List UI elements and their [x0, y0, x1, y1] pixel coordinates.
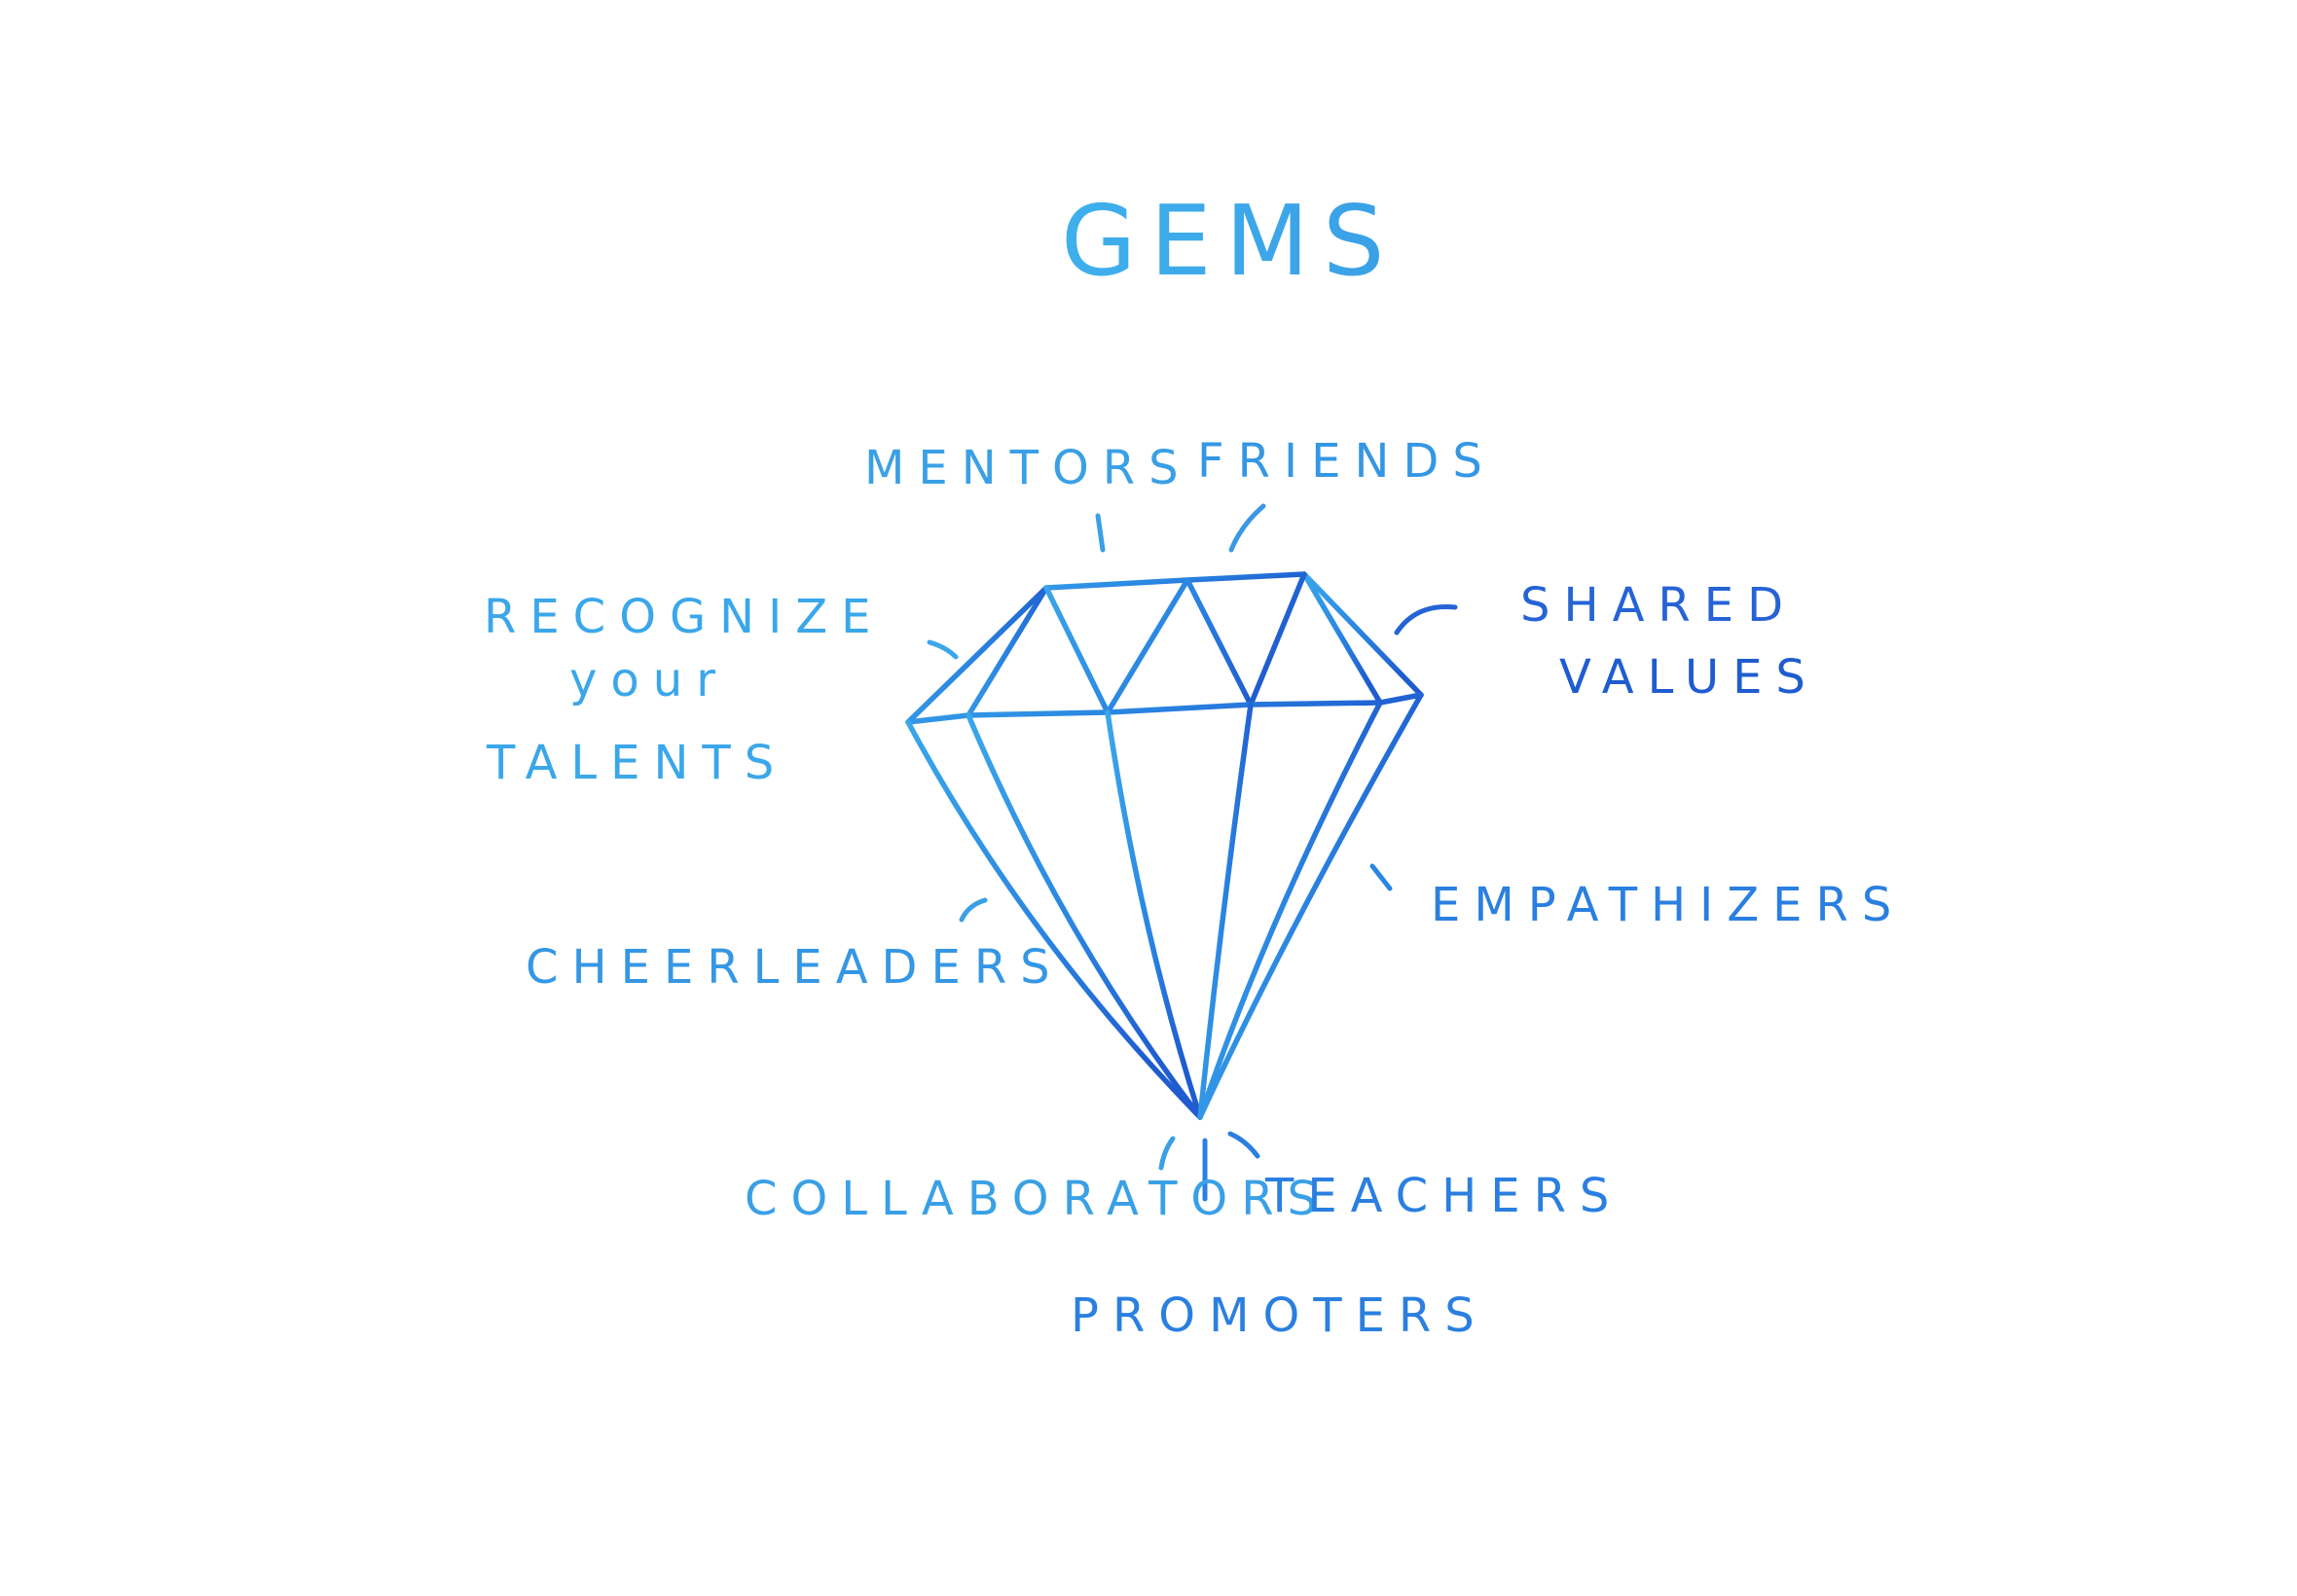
gem-pavilion-facet-4	[1197, 700, 1383, 1120]
gem-pavilion-right-outer	[1197, 692, 1424, 1120]
gem-crown-left-inner	[966, 585, 1049, 718]
gem-icon	[905, 571, 1424, 1120]
tick-empathizers	[1369, 863, 1393, 891]
gem-crown-right-outer	[1301, 571, 1424, 698]
gem-crown-left-outer	[905, 585, 1049, 725]
label-mentors: MENTORS	[864, 441, 1192, 495]
gem-girdle	[905, 692, 1424, 725]
gem-pavilion-facet-1	[966, 712, 1203, 1120]
gem-table-edge	[1043, 571, 1307, 591]
gem-pavilion-facet-3	[1197, 702, 1254, 1120]
gem-pavilion-facet-2	[1105, 709, 1203, 1120]
label-cheerleaders: CHEERLEADERS	[526, 940, 1064, 995]
label-friends: FRIENDS	[1197, 434, 1496, 489]
tick-teachers	[1227, 1131, 1260, 1159]
gem-pavilion-left-outer	[905, 719, 1203, 1120]
label-teachers: TEACHERS	[1264, 1169, 1622, 1223]
label-recognize-line2: your	[569, 653, 729, 707]
connector-ticks	[927, 503, 1458, 1202]
label-empathizers: EMPATHIZERS	[1431, 878, 1905, 932]
tick-shared	[1394, 604, 1458, 635]
label-promoters: PROMOTERS	[1071, 1288, 1488, 1343]
label-shared-line1: SHARED	[1520, 578, 1797, 633]
tick-mentors	[1095, 513, 1106, 553]
tick-collaborators	[1158, 1136, 1176, 1171]
gem-crown-right-inner	[1301, 571, 1383, 706]
label-recognize-line1: RECOGNIZE	[484, 590, 884, 644]
tick-friends	[1228, 503, 1266, 553]
gem-labels: MENTORS FRIENDS RECOGNIZE your TALENTS S…	[484, 434, 1905, 1343]
tick-recognize	[927, 639, 959, 660]
label-shared-line2: VALUES	[1559, 650, 1819, 705]
label-recognize-line3: TALENTS	[486, 736, 787, 790]
label-collaborators: COLLABORATORS	[745, 1172, 1331, 1226]
gem-crown-facets	[1043, 571, 1307, 715]
diagram-title: GEMS	[1061, 184, 1398, 298]
tick-cheerleaders	[959, 897, 988, 923]
